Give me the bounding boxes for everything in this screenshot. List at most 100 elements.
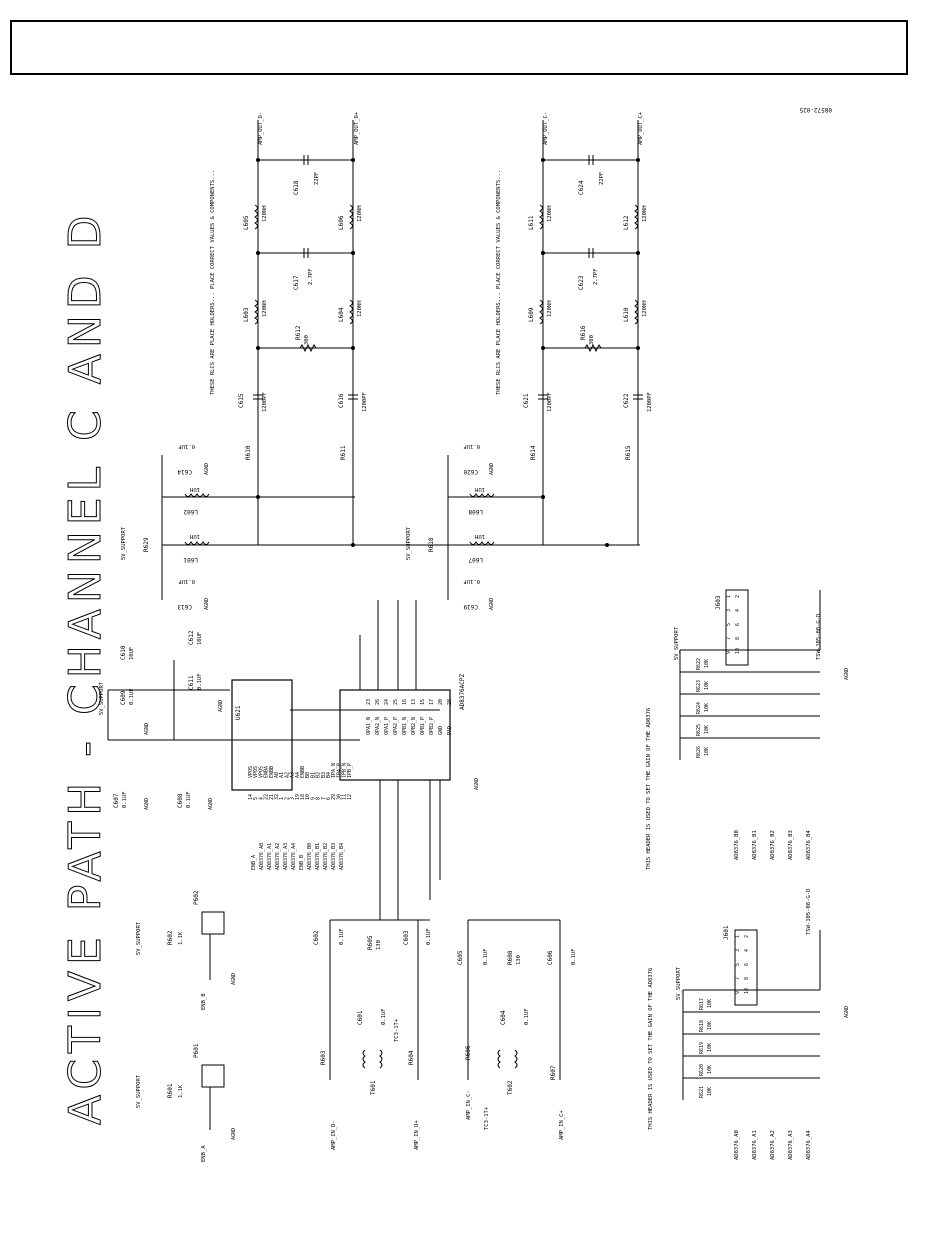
svg-text:AGND: AGND [208,798,214,810]
supply-chokes: L601 1UH L602 1UH L607 1UH L608 1UH R629… [121,443,640,610]
chip-pin-number: 30 [336,794,342,800]
chip-pin-number: 20 [438,699,444,705]
resistor-ref: R626 [696,746,702,758]
svg-text:C612: C612 [188,630,195,645]
svg-text:C620: C620 [463,468,478,475]
chip-pin-name: ENBB [269,766,275,778]
svg-text:TSW-105-08-G-D: TSW-105-08-G-D [806,889,812,935]
chip-pin-name: B1 [310,772,316,778]
bus-net-label: AD8376_B2 [323,843,329,870]
svg-text:C615: C615 [238,393,245,408]
bus-net-label: ENB_A [251,855,257,870]
svg-text:0.1UF: 0.1UF [197,673,203,690]
svg-text:0.1UF: 0.1UF [178,578,195,584]
svg-text:0.1UF: 0.1UF [426,928,432,945]
bus-net-label: AD8376_A1 [267,843,273,870]
header-pin-number: 6 [744,963,750,966]
svg-text:L608: L608 [468,508,483,515]
svg-text:300: 300 [589,335,595,345]
chip-pin-name: B2 [316,772,322,778]
svg-text:AMP_OUT_C+: AMP_OUT_C+ [638,111,644,145]
bus-net-label: AD8376_B3 [331,843,337,870]
svg-text:AGND: AGND [844,1006,850,1018]
chip-pin-number: 23 [366,699,372,705]
header-pin-number: 6 [735,623,741,626]
resistor-ref: R617 [699,998,705,1010]
chip-pin-number: 32 [274,794,280,800]
resistor-ref: R619 [699,1042,705,1054]
svg-text:L603: L603 [243,307,250,322]
chip-pin-number: 8 [316,797,322,800]
chip-pin-number: 24 [384,699,390,705]
chip-right-pins: OPA1_N23OPA2_N26OPA1_P24OPA2_P25OPB1_N16… [366,699,453,735]
resistor-value: 10K [707,1065,713,1074]
svg-text:120NH: 120NH [357,300,363,317]
svg-text:1.1K: 1.1K [178,931,184,945]
svg-text:AGND: AGND [144,723,150,735]
svg-text:120NH: 120NH [547,300,553,317]
svg-text:5V_SUPPORT: 5V_SUPPORT [136,1074,142,1108]
svg-text:C618: C618 [293,180,300,195]
resistor-value: 10K [704,725,710,734]
bus-net-label: AD8376_A2 [275,843,281,870]
figure-id: 08572-025 [799,106,832,113]
svg-text:AGND: AGND [218,700,224,712]
chip-pin-number: 2 [284,797,290,800]
svg-text:R602: R602 [167,930,174,945]
chip-pin-name: PAD [447,726,453,735]
svg-text:0.1UF: 0.1UF [129,688,135,705]
svg-text:C623: C623 [578,275,585,290]
title-block-frame [10,20,908,75]
chip-pin-name: ENBB [300,766,306,778]
svg-text:L604: L604 [338,307,345,322]
svg-text:L606: L606 [338,215,345,230]
svg-text:C604: C604 [500,1010,507,1025]
resistor-ref: R622 [696,658,702,670]
svg-text:1UH: 1UH [190,533,200,539]
ground-labels: AGND AGND AGND AGND AGND AGND AGND AGND … [144,463,850,1140]
output-network-c: AMP_OUT_C- AMP_OUT_C+ THESE RLCS ARE PLA… [496,111,653,547]
svg-text:130: 130 [376,940,382,950]
chip-pin-name: OPA1_N [366,717,372,735]
svg-text:C617: C617 [293,275,300,290]
chip-u621: U621 AD8376ACPZ [231,600,466,920]
svg-text:1.1K: 1.1K [178,1084,184,1098]
svg-text:C611: C611 [188,675,195,690]
chip-pin-name: OPB2_P [429,717,435,735]
chip-pin-name: IPB_N [342,763,348,778]
svg-text:0.1UF: 0.1UF [178,443,195,449]
header-pin-number: 8 [744,977,750,980]
svg-text:C622: C622 [623,393,630,408]
svg-text:R603: R603 [320,1050,327,1065]
svg-text:AGND: AGND [204,598,210,610]
svg-text:R606: R606 [465,1045,472,1060]
chip-pin-name: OPA2_P [393,717,399,735]
svg-text:L609: L609 [528,307,535,322]
svg-text:5V_SUPPORT: 5V_SUPPORT [676,966,682,1000]
header-net-label: AD8376_B4 [806,830,812,860]
svg-text:P601: P601 [193,1043,200,1058]
svg-text:0.1UF: 0.1UF [339,928,345,945]
header-pin-number: 9 [726,651,732,654]
gain-header-left: J601 TSW-105-08-G-D THIS HEADER IS USED … [648,889,821,1130]
header-net-label: AD8376_A3 [788,1130,794,1160]
chip-pin-name: VPOS [248,766,254,778]
svg-text:AMP_OUT_D+: AMP_OUT_D+ [354,111,360,145]
bus-net-label: AD8376_B1 [315,843,321,870]
svg-text:5V_SUPPORT: 5V_SUPPORT [99,681,105,715]
svg-text:R604: R604 [408,1050,415,1065]
header-net-label: AD8376_A4 [806,1130,812,1160]
chip-pin-name: IPB_P [347,763,353,778]
chip-pin-number: 28 [447,699,453,705]
chip-pin-number: 17 [429,699,435,705]
chip-pin-number: 4 [258,797,264,800]
svg-text:0.1UF: 0.1UF [571,948,577,965]
header-pin-number: 7 [735,977,741,980]
svg-text:L610: L610 [623,307,630,322]
svg-text:R611: R611 [340,445,347,460]
sheet-title: ACTIVE PATH - CHANNEL C AND D [60,209,111,1125]
chip-pin-name: A4 [295,772,301,778]
resistor-ref: R620 [699,1064,705,1076]
